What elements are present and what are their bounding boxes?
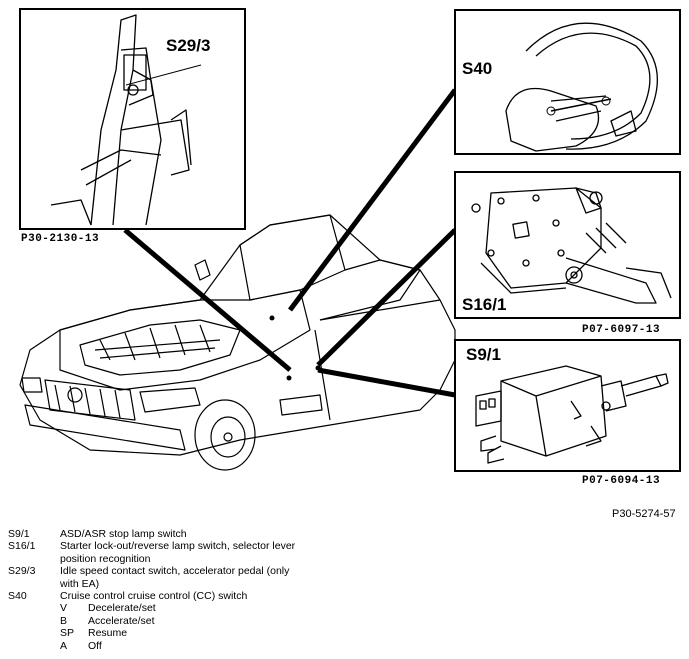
legend-row-s16-1: S16/1 Starter lock-out/reverse lamp swit… <box>8 540 310 565</box>
legend: S9/1 ASD/ASR stop lamp switch S16/1 Star… <box>8 528 310 652</box>
part-number-p07-6097: P07-6097-13 <box>582 324 661 336</box>
front-wheel <box>194 399 256 471</box>
legend-row-s40: S40 Cruise control cruise control (CC) s… <box>8 590 310 602</box>
legend-desc: ASD/ASR stop lamp switch <box>60 528 187 540</box>
part-number-p07-6094: P07-6094-13 <box>582 475 661 487</box>
legend-desc: Starter lock-out/reverse lamp switch, se… <box>60 540 296 565</box>
grille <box>44 379 136 421</box>
legend-code: S16/1 <box>8 540 36 553</box>
legend-sub-value: Off <box>88 639 102 652</box>
legend-sub-row: B Accelerate/set <box>60 615 310 627</box>
legend-sub-row: A Off <box>60 640 310 652</box>
legend-sub-key: SP <box>60 627 75 640</box>
selector-switch-drawing <box>471 187 672 304</box>
steering-wheel-drawing <box>505 22 658 152</box>
callout-s40: S40 <box>462 59 493 78</box>
legend-code: S29/3 <box>8 565 36 578</box>
callout-s9-1: S9/1 <box>466 345 501 364</box>
legend-code: S9/1 <box>8 528 30 540</box>
detail-box-s40 <box>454 9 681 155</box>
part-number-p30-2130: P30-2130-13 <box>21 233 100 245</box>
figure-reference: P30-5274-57 <box>612 508 676 520</box>
legend-desc: Idle speed contact switch, accelerator p… <box>60 565 290 590</box>
legend-sub-key: A <box>60 639 68 652</box>
legend-row-s29-3: S29/3 Idle speed contact switch, acceler… <box>8 565 310 590</box>
detail-box-s9-1 <box>454 339 681 472</box>
legend-sub-value: Accelerate/set <box>88 614 155 627</box>
accelerator-pedal-drawing <box>50 14 202 226</box>
legend-sub-row: V Decelerate/set <box>60 602 310 614</box>
legend-sub-value: Resume <box>88 627 128 640</box>
legend-sub-value: Decelerate/set <box>88 602 156 615</box>
legend-sub-key: B <box>60 614 68 627</box>
legend-desc: Cruise control cruise control (CC) switc… <box>60 590 248 603</box>
legend-row-s9-1: S9/1 ASD/ASR stop lamp switch <box>8 528 310 540</box>
hood <box>59 289 311 391</box>
legend-sub-row: SP Resume <box>60 627 310 639</box>
detail-box-s29-3 <box>19 8 246 230</box>
callout-s29-3: S29/3 <box>166 36 211 55</box>
legend-code: S40 <box>8 590 27 603</box>
legend-sub-key: V <box>60 602 68 615</box>
stop-lamp-switch-drawing <box>475 365 669 464</box>
callout-s16-1: S16/1 <box>462 295 507 314</box>
detail-box-s16-1 <box>454 171 681 319</box>
